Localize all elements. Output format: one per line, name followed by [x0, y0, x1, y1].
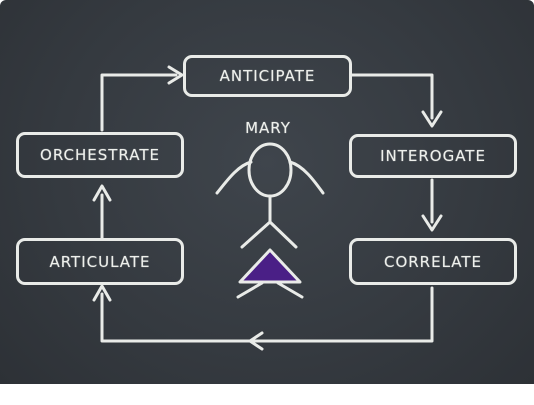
arrowhead-right-icon — [167, 65, 184, 85]
step-interogate: INTEROGATE — [349, 134, 517, 178]
person-name: MARY — [245, 119, 291, 137]
arrowhead-left-icon — [248, 331, 264, 351]
stick-figure-icon — [215, 142, 325, 299]
step-orchestrate-label: ORCHESTRATE — [40, 146, 160, 164]
step-interogate-label: INTEROGATE — [380, 147, 486, 165]
step-orchestrate: ORCHESTRATE — [16, 132, 184, 178]
step-correlate-label: CORRELATE — [383, 252, 483, 271]
arrow-orchestrate-to-anticipate — [100, 73, 178, 132]
arrowhead-down-icon — [421, 110, 443, 128]
arrowhead-up-icon — [92, 284, 112, 302]
step-articulate: ARTICULATE — [16, 238, 184, 285]
dress-icon — [238, 248, 302, 284]
arrow-anticipate-to-interogate — [350, 73, 434, 120]
step-anticipate-label: ANTICIPATE — [219, 67, 316, 85]
step-anticipate: ANTICIPATE — [183, 55, 352, 97]
arrowhead-down-icon — [421, 214, 443, 232]
step-articulate-label: ARTICULATE — [49, 252, 151, 271]
step-correlate: CORRELATE — [349, 238, 517, 285]
page-margin — [0, 384, 534, 405]
arrowhead-up-icon — [92, 184, 112, 202]
arrow-correlate-to-articulate — [100, 286, 434, 343]
